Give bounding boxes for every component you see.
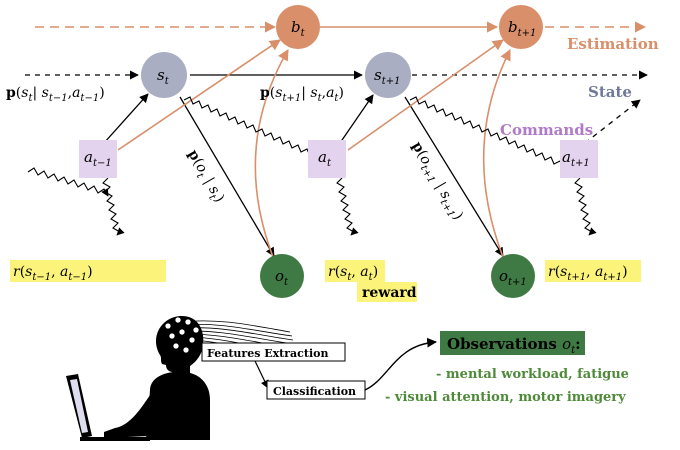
observations-box: Observations ot:	[440, 331, 585, 356]
reward-box-t1: r(st+1, at+1)	[545, 260, 641, 283]
features-to-classification-arrow	[254, 360, 269, 389]
svg-text:ot+1: ot+1	[499, 267, 527, 288]
svg-text:st+1: st+1	[374, 66, 400, 87]
svg-text:st: st	[157, 66, 170, 87]
observation-formula-t1: p(ot+1 | st+1)	[406, 139, 466, 224]
obs-to-belief-arrow-t	[254, 49, 289, 263]
classification-box: Classification	[266, 380, 366, 400]
eeg-electrodes	[164, 316, 200, 354]
observation-formula-t: p(ot | st)	[182, 147, 227, 207]
svg-text:reward: reward	[362, 285, 417, 301]
action-node-t-1: at−1	[79, 140, 117, 178]
next-action-dashed-arrow	[584, 99, 641, 144]
commands-lane-label: Commands	[500, 121, 593, 139]
observation-item-attention: - visual attention, motor imagery	[385, 390, 626, 405]
reward-wave-left-state	[27, 167, 109, 197]
observation-item-workload: - mental workload, fatigue	[436, 367, 629, 382]
estimation-lane-label: Estimation	[567, 35, 659, 53]
svg-text:at+1: at+1	[562, 148, 590, 169]
action-node-t: at	[308, 140, 346, 178]
features-extraction-box: Features Extraction	[201, 342, 346, 362]
reward-wave-action-t1	[574, 177, 597, 236]
state-to-obs-arrow-t1	[404, 96, 504, 257]
svg-text:Features Extraction: Features Extraction	[207, 347, 328, 360]
belief-node-t1: bt+1	[499, 5, 543, 49]
svg-text:r(st+1, at+1): r(st+1, at+1)	[548, 264, 628, 283]
person-silhouette-icon	[104, 315, 210, 440]
state-to-obs-arrow-t	[179, 96, 275, 257]
state-lane-label: State	[588, 83, 632, 101]
observation-node-t: ot	[260, 254, 304, 298]
action-to-belief-arrow-t-1	[117, 39, 281, 151]
observation-node-t1: ot+1	[491, 254, 535, 298]
reward-label-box: reward	[357, 282, 417, 302]
svg-text:r(st−1, at−1): r(st−1, at−1)	[13, 264, 93, 283]
action-to-state-arrow-t	[339, 94, 374, 144]
classification-to-observations-arrow	[364, 337, 437, 391]
svg-text:ot: ot	[275, 267, 289, 288]
transition-formula-t: p(st+1| st,at)	[260, 85, 344, 104]
transition-formula-prev: p(st| st−1,at−1)	[6, 85, 105, 104]
svg-text:bt+1: bt+1	[508, 18, 536, 39]
reward-wave-action-t-1	[102, 177, 125, 236]
laptop-icon	[66, 374, 150, 441]
action-to-belief-arrow-t	[347, 39, 504, 151]
svg-text:Classification: Classification	[273, 385, 356, 398]
svg-text:at−1: at−1	[84, 148, 112, 169]
action-node-t1: at+1	[560, 140, 598, 178]
reward-box-t-1: r(st−1, at−1)	[10, 260, 166, 283]
svg-text:r(st, at): r(st, at)	[328, 264, 378, 283]
svg-text:Observations ot:: Observations ot:	[447, 335, 581, 356]
obs-to-belief-arrow-t1	[482, 48, 511, 263]
state-node-t: st	[141, 52, 187, 98]
state-node-t1: st+1	[365, 52, 411, 98]
belief-node-t: bt	[276, 5, 320, 49]
svg-text:bt: bt	[291, 18, 306, 39]
action-to-state-arrow-t-1	[103, 93, 149, 144]
reward-box-t: r(st, at)	[325, 260, 385, 283]
reward-wave-state-t1	[409, 96, 573, 173]
svg-text:at: at	[318, 148, 332, 169]
reward-wave-action-t	[336, 177, 359, 236]
